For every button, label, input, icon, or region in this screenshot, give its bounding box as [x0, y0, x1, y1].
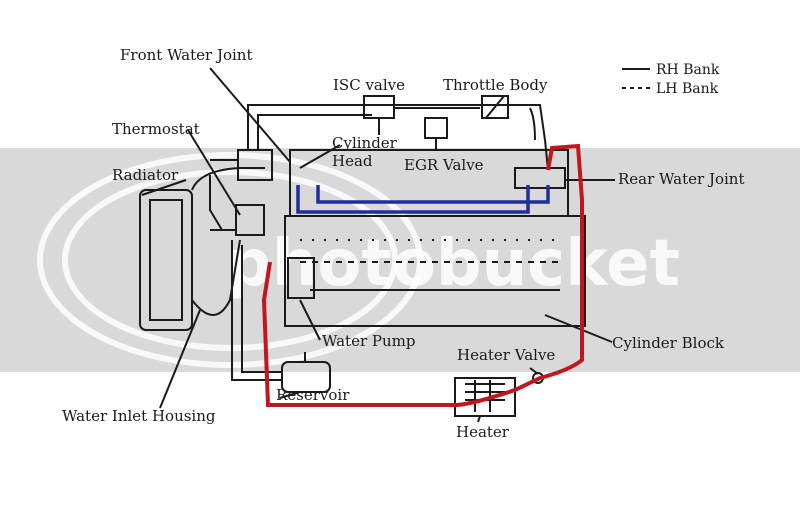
label-cylinder-head-2: Head	[332, 152, 373, 170]
label-thermostat: Thermostat	[112, 120, 200, 138]
label-throttle-body: Throttle Body	[443, 76, 548, 94]
legend-rh-bank: RH Bank	[656, 62, 720, 78]
egr-valve-box	[424, 117, 448, 139]
watermark-logo	[37, 152, 423, 368]
radiator-body	[139, 189, 193, 331]
label-cylinder-block: Cylinder Block	[612, 334, 725, 352]
throttle-body-box	[481, 95, 509, 119]
label-isc-valve: ISC valve	[333, 76, 405, 94]
throttle-down	[529, 107, 536, 141]
return-pipe-3	[209, 175, 223, 231]
radiator-hose-upper	[191, 167, 265, 191]
label-heater: Heater	[456, 423, 510, 441]
legend-lh-bank: LH Bank	[656, 81, 719, 97]
label-reservoir: Reservoir	[276, 386, 350, 404]
watermark-band	[0, 148, 800, 372]
label-heater-valve: Heater Valve	[457, 346, 555, 364]
water-pump-box	[287, 257, 315, 299]
radiator-hose-lower	[191, 239, 241, 316]
radiator-core	[149, 199, 183, 321]
front-water-joint-box	[237, 149, 273, 181]
cylinder-block-box	[284, 215, 586, 327]
cylinder-head-passage-blue	[296, 185, 550, 214]
rear-water-joint-box	[514, 167, 566, 189]
heater-hose-red	[261, 143, 584, 407]
label-radiator: Radiator	[112, 166, 179, 184]
label-water-pump: Water Pump	[322, 332, 415, 350]
thermostat-box	[235, 204, 265, 236]
label-front-water-joint: Front Water Joint	[120, 46, 253, 64]
upper-pipe-inner	[257, 114, 372, 150]
label-cylinder-head-1: Cylinder	[332, 134, 398, 152]
label-water-inlet-housing: Water Inlet Housing	[62, 407, 216, 425]
label-rear-water-joint: Rear Water Joint	[618, 170, 744, 188]
upper-pipe-outer	[247, 104, 549, 171]
label-egr-valve: EGR Valve	[404, 156, 484, 174]
heater-box	[454, 377, 516, 417]
